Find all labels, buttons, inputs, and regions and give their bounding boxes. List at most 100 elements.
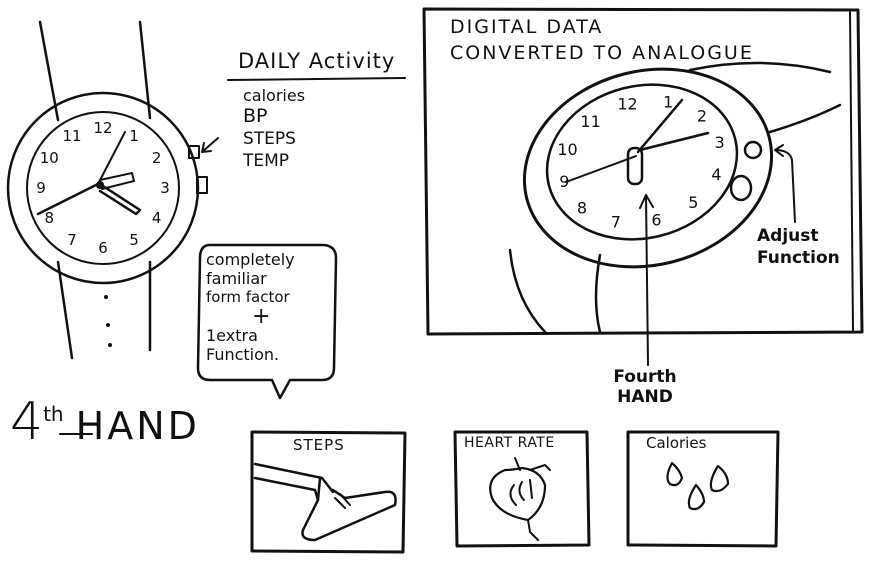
thumb-heart-frame — [453, 430, 591, 548]
shoe-laces — [334, 493, 351, 509]
daily-activity-item: BP — [243, 104, 268, 127]
panel-minute-hand — [636, 98, 684, 154]
daily-activity-item: calories — [243, 86, 306, 105]
crown-bottom — [196, 176, 208, 194]
panel-title: DIGITAL DATA CONVERTED TO ANALOGUE — [450, 16, 754, 64]
panel-strap-top — [688, 61, 832, 74]
dial-numeral: 2 — [697, 107, 707, 126]
watch-dial — [26, 111, 180, 265]
dial-numeral: 10 — [40, 149, 59, 167]
dial-numeral: 5 — [688, 193, 698, 212]
panel-crown-top — [743, 140, 763, 160]
panel-frame-inner — [849, 11, 854, 331]
panel-strap-top2 — [768, 103, 842, 134]
trouser-leg — [253, 462, 335, 502]
dial-numeral: 3 — [715, 133, 725, 152]
panel-watch-case — [522, 67, 774, 269]
panel-fourth-hand — [626, 146, 644, 186]
dial-numeral: 1 — [663, 92, 673, 111]
dial-numeral: 8 — [45, 209, 55, 227]
heart-shape — [489, 466, 547, 522]
strap-bottom-left — [56, 260, 74, 360]
dial-numeral: 3 — [160, 179, 170, 197]
adjust-line1: Adjust — [757, 226, 819, 246]
thumb-steps-frame — [250, 430, 407, 554]
dial-numeral: 1 — [129, 127, 139, 145]
strap-top-left — [38, 20, 60, 122]
adjust-function-label: Adjust Function — [757, 226, 840, 268]
daily-activity-underline — [227, 77, 406, 81]
daily-activity-list: calories BP STEPS TEMP — [243, 86, 306, 171]
bubble-line: Function. — [206, 345, 280, 365]
dial-numeral: 6 — [651, 211, 661, 230]
crown-top — [188, 145, 200, 159]
thumb-calories — [626, 430, 780, 548]
fourth-hand-line1: Fourth — [613, 367, 677, 387]
panel-strap-bottom-r — [594, 253, 602, 334]
shoe — [301, 476, 397, 542]
dial-numeral: 9 — [36, 179, 46, 197]
thumb-calories-label: Calories — [646, 434, 707, 452]
strap-hole — [108, 343, 112, 347]
dial-numeral: 7 — [611, 213, 621, 232]
fourth-hand-line2: HAND — [617, 386, 673, 407]
strap-hole — [104, 295, 108, 299]
second-hand — [98, 184, 142, 216]
adjust-line2: Function — [757, 247, 840, 268]
bubble-line: familiar — [206, 268, 267, 288]
panel-title-line1: DIGITAL DATA — [450, 16, 604, 38]
panel-title-line2: CONVERTED TO ANALOGUE — [450, 41, 754, 64]
fourth-hand-arrow — [639, 194, 654, 366]
calorie-drop — [687, 483, 706, 511]
daily-activity-item: STEPS — [243, 128, 296, 149]
panel-strap-bottom-l — [508, 248, 547, 334]
thumb-heart-label: HEART RATE — [464, 435, 555, 451]
adjust-arrow — [774, 144, 796, 223]
strap-top-right — [138, 20, 152, 120]
dial-numeral: 11 — [580, 112, 600, 131]
thumb-calories-frame — [626, 430, 780, 548]
fourth-hand-label: Fourth HAND — [600, 367, 690, 407]
heading-text: HAND — [75, 404, 200, 448]
dial-numeral: 7 — [67, 231, 77, 249]
dial-numeral: 8 — [577, 198, 587, 217]
bubble-line: 1extra — [206, 326, 258, 346]
heading-superscript: th — [43, 402, 64, 426]
panel-frame — [422, 7, 864, 336]
dial-numeral: 2 — [152, 149, 162, 167]
dial-numeral: 12 — [93, 119, 112, 137]
dial-numeral: 10 — [557, 140, 577, 159]
panel-second-hand — [638, 131, 710, 152]
speech-bubble-text: completely familiar form factor + 1extra… — [206, 251, 334, 365]
bubble-line: + — [252, 304, 271, 330]
dial-numeral: 12 — [617, 94, 637, 113]
panel-crown-bottom — [729, 174, 753, 202]
daily-activity-item: TEMP — [243, 150, 290, 171]
daily-activity-title: DAILY Activity — [238, 49, 396, 73]
hand-pivot — [96, 181, 104, 189]
speech-bubble — [196, 243, 338, 400]
dial-numeral: 11 — [62, 127, 81, 145]
dial-numeral: 6 — [98, 239, 108, 257]
dial-numeral: 9 — [559, 172, 569, 191]
fourth-hand-heading: 4th HAND — [10, 392, 200, 452]
heading-number: 4 — [10, 392, 44, 452]
strap-hole — [106, 323, 110, 327]
hour-hand — [36, 182, 100, 216]
dial-numeral: 4 — [711, 165, 721, 184]
minute-hand — [97, 131, 126, 185]
thumb-heart-rate — [453, 430, 591, 548]
thumb-steps-label: STEPS — [293, 436, 345, 454]
bubble-line: form factor — [206, 287, 290, 306]
panel-hour-hand — [565, 155, 637, 183]
dial-numeral: 4 — [152, 209, 162, 227]
dial-numeral: 5 — [129, 231, 139, 249]
panel-watch-dial — [545, 83, 739, 241]
calorie-drop — [709, 464, 730, 493]
crown-arrow — [201, 137, 219, 153]
